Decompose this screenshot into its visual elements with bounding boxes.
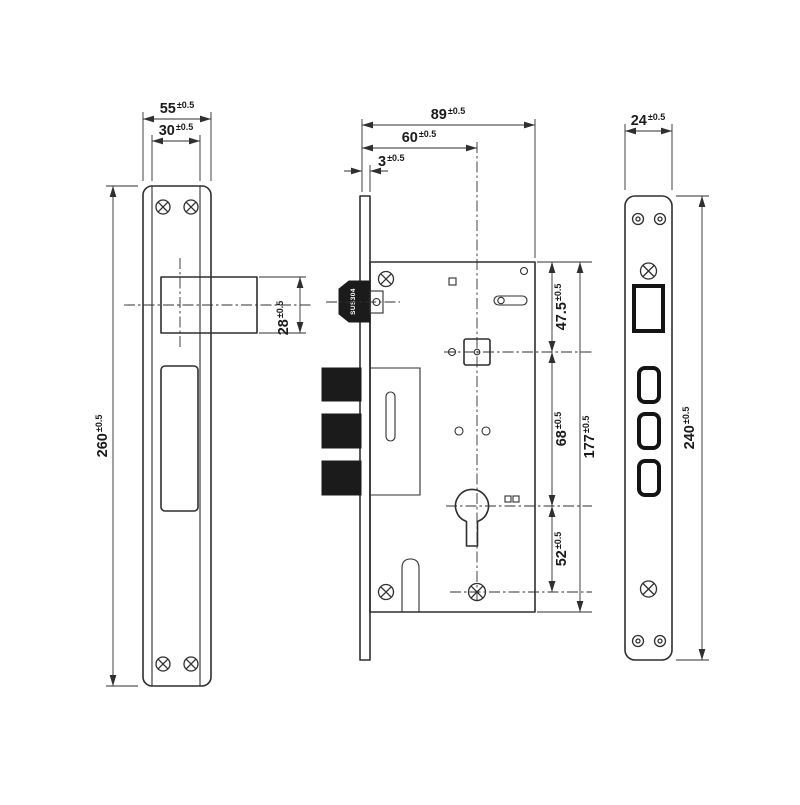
material-label: SUS304 xyxy=(350,288,357,315)
spring-pin xyxy=(497,296,505,305)
faceplate-view xyxy=(624,195,673,661)
deadbolt-guide-slot xyxy=(385,391,396,442)
strike-plate-outline xyxy=(142,185,212,687)
faceplate-bolt-opening-2 xyxy=(637,412,661,450)
dim-spindle-to-cylinder: 68±0.5 xyxy=(553,412,570,447)
faceplate-bolt-opening-1 xyxy=(637,366,661,404)
faceplate-bolt-opening-3 xyxy=(637,459,661,497)
lock-body-centerlines xyxy=(326,142,592,604)
din-mark-2 xyxy=(512,495,520,503)
dim-strike-height: 260±0.5 xyxy=(94,415,111,458)
deadbolt-tail xyxy=(370,367,421,496)
latch-bolt xyxy=(338,280,371,323)
lock-body-view: SUS304 xyxy=(321,142,592,661)
deadbolt-prong-2 xyxy=(321,413,362,449)
deadbolt-prong-3 xyxy=(321,460,362,496)
spring-slot xyxy=(493,295,528,306)
strike-plate-view xyxy=(124,185,312,687)
case-hole-top-right xyxy=(519,266,529,276)
dim-top-to-spindle: 47.5±0.5 xyxy=(553,284,570,331)
dim-faceplate-height: 240±0.5 xyxy=(681,407,698,450)
deadbolt-prong-1 xyxy=(321,367,362,402)
faceplate-latch-opening xyxy=(632,284,665,333)
strike-plate-dimensions: 55±0.5 30±0.5 260±0.5 28±0.5 xyxy=(94,100,306,687)
stop-square xyxy=(448,277,457,286)
dim-strike-inner-width: 30±0.5 xyxy=(159,122,194,139)
lock-case-outline xyxy=(369,261,536,613)
dim-cylinder-to-bottom: 52±0.5 xyxy=(553,532,570,567)
dim-faceplate-thickness: 3±0.5 xyxy=(378,153,405,170)
dim-faceplate-width: 24±0.5 xyxy=(631,112,666,129)
dim-body-depth: 89±0.5 xyxy=(431,106,466,123)
dim-strike-box-height: 28±0.5 xyxy=(275,301,292,336)
faceplate-screws xyxy=(639,262,658,598)
euro-cylinder-hole xyxy=(454,488,490,547)
strike-plate-fold-lines xyxy=(151,186,201,686)
faceplate-outline xyxy=(624,195,673,661)
faceplate-dimensions: 24±0.5 240±0.5 xyxy=(624,112,709,661)
faceplate-corner-holes xyxy=(631,212,667,648)
strike-bolt-cutout xyxy=(160,365,199,512)
bottom-hook-slot xyxy=(401,558,420,612)
dim-strike-width: 55±0.5 xyxy=(160,100,195,117)
strike-screw-holes xyxy=(155,199,199,672)
dim-case-height: 177±0.5 xyxy=(581,416,598,459)
lock-body-dimensions: 89±0.5 60±0.5 3±0.5 47.5±0.5 68±0.5 52±0… xyxy=(344,106,598,613)
case-hole-mid-left xyxy=(454,426,464,436)
din-mark-1 xyxy=(504,495,512,503)
dim-backset: 60±0.5 xyxy=(402,129,437,146)
case-hole-mid-right xyxy=(481,426,491,436)
